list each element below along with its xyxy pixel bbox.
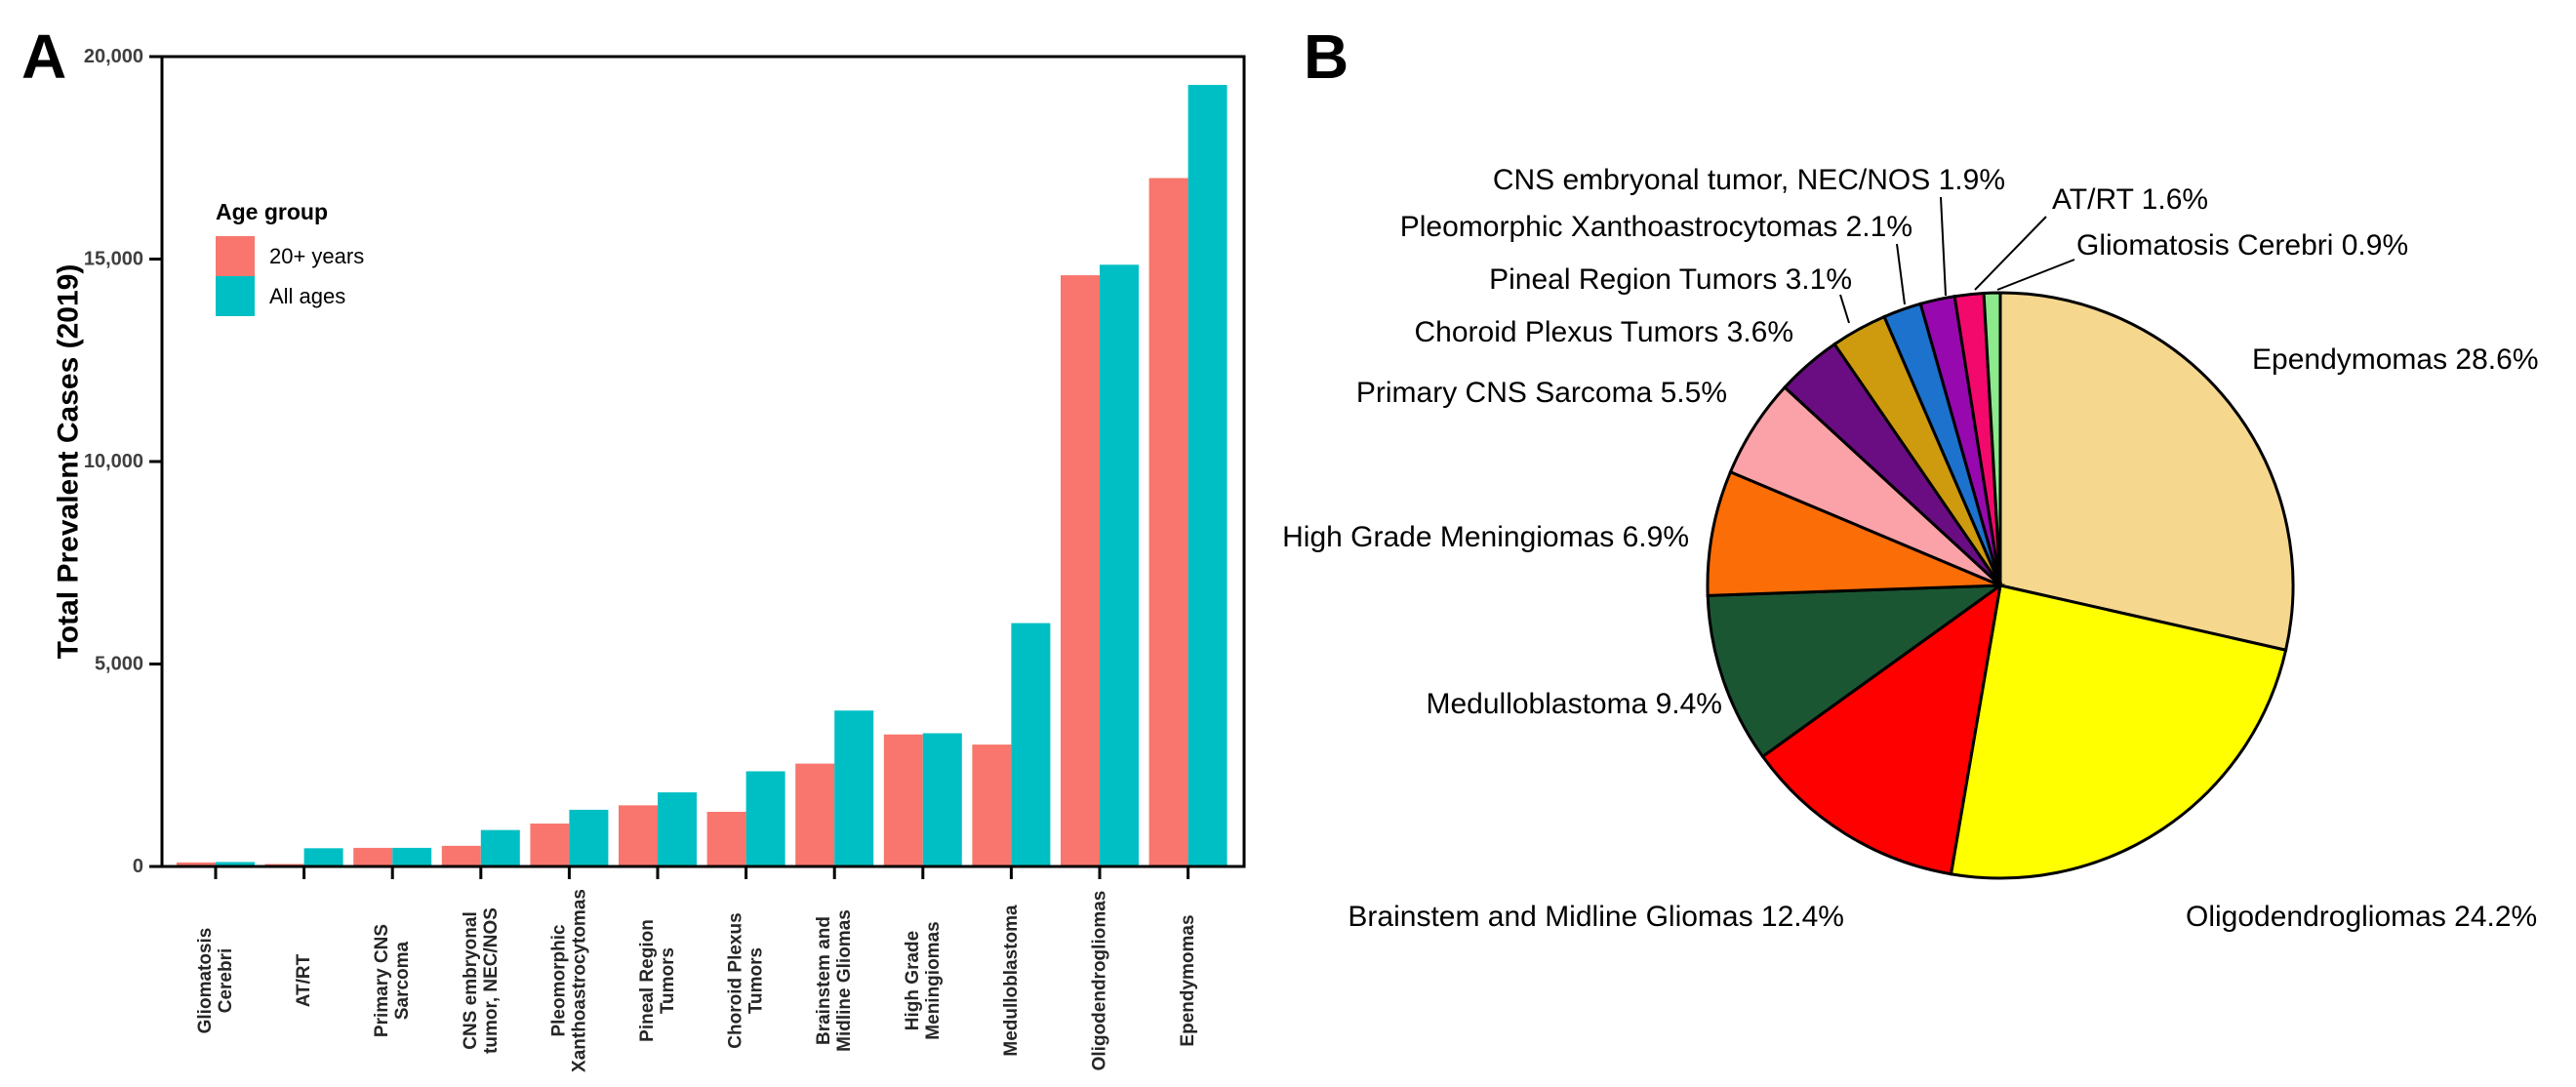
x-axis-tick-label: Brainstem and [814,916,834,1045]
y-axis-tick-label: 20,000 [84,46,143,67]
x-axis-tick-label: Tumors [658,947,678,1014]
legend-entry-20plus: 20+ years [216,236,364,276]
pie-label-leader-line [1974,216,2047,291]
bar [922,733,962,866]
bar [706,811,746,866]
pie-slice-label-primary_cns_sarcoma: Primary CNS Sarcoma 5.5% [1355,377,1727,409]
pie-label-leader-line [1896,243,1906,305]
x-axis-tick-label: Meningiomas [923,921,944,1039]
x-axis-tick-label: Pineal Region [637,919,658,1042]
pie-slice-label-medulloblastoma: Medulloblastoma 9.4% [1426,688,1722,720]
x-axis-tick-label: Midline Gliomas [834,909,855,1052]
bar [569,809,609,866]
bar [619,805,658,866]
bar [1148,178,1188,866]
y-axis-tick-label: 0 [133,856,143,877]
legend-label-20plus-years: 20+ years [269,243,365,268]
bar [1100,264,1139,866]
pie-slice-medulloblastoma [1706,584,2005,759]
pie-slice-brainstem_midline_gliomas [1760,582,2003,876]
x-axis-tick-label: Gliomatosis [195,928,216,1034]
pie-label-leader-line [1940,196,1947,297]
x-axis-tick-label: Sarcoma [392,941,413,1020]
legend-label-all-ages: All ages [269,283,346,308]
bar [353,847,393,866]
x-axis-tick-label: Xanthoastrocytomas [569,889,589,1072]
x-axis-tick-label: tumor, NEC/NOS [481,907,502,1054]
pie-slice-label-atrt: AT/RT 1.6% [2052,183,2209,216]
x-axis-tick-label: Cerebri [216,948,236,1014]
pie-chart [1706,196,2295,880]
age-group-legend: Age group 20+ years All ages [216,199,364,316]
pie-slice-label-pleomorphic_xanthoastrocytomas: Pleomorphic Xanthoastrocytomas 2.1% [1399,211,1912,243]
panel-b-label: B [1304,21,1349,92]
y-axis-tick-label: 10,000 [84,451,143,472]
y-axis-tick-label: 5,000 [95,654,143,675]
x-axis-tick-label: Oligodendrogliomas [1090,891,1110,1071]
bar [303,848,343,866]
pie-slice-label-choroid_plexus_tumors: Choroid Plexus Tumors 3.6% [1414,316,1793,348]
y-axis-title: Total Prevalent Cases (2019) [53,264,85,660]
pie-slice-label-gliomatosis_cerebri: Gliomatosis Cerebri 0.9% [2076,229,2409,262]
bar [1187,85,1228,867]
bar [392,847,432,866]
bar [480,829,520,866]
x-axis-tick-label: High Grade [903,931,923,1030]
pie-slice-ependymomas [1998,291,2295,653]
panel-a-label: A [21,21,67,92]
pie-label-leader-line [1839,294,1850,324]
bar [834,710,874,866]
pie-slice-oligodendrogliomas [1949,584,2288,880]
pie-slice-high_grade_meningiomas [1706,469,2001,597]
x-axis-tick-label: Ependymomas [1178,914,1198,1046]
legend-swatch-all-ages [216,276,255,316]
bar [1061,275,1100,867]
pie-slice-label-high_grade_meningiomas: High Grade Meningiomas 6.9% [1282,521,1689,553]
bar [972,745,1012,866]
x-axis-tick-label: Pleomorphic [548,924,569,1037]
bar [216,862,255,866]
pie-slice-label-oligodendrogliomas: Oligodendrogliomas 24.2% [2186,901,2538,933]
bar [745,771,785,866]
pie-slice-label-brainstem_midline_gliomas: Brainstem and Midline Gliomas 12.4% [1348,901,1844,933]
x-axis-tick-label: Choroid Plexus [726,912,746,1048]
bar [1011,623,1051,866]
bar [441,845,481,866]
legend-entry-all-ages: All ages [216,276,364,316]
plot-border [160,55,1246,868]
y-axis-tick-label: 15,000 [84,249,143,270]
legend-title: Age group [216,199,328,224]
legend-swatch-20plus-years [216,236,255,276]
x-axis-tick-label: Tumors [746,947,767,1014]
bar [795,763,835,866]
pie-slice-label-pineal_region_tumors: Pineal Region Tumors 3.1% [1489,263,1852,296]
pie-slice-label-cns_embryonal_nec_nos: CNS embryonal tumor, NEC/NOS 1.9% [1492,164,2005,196]
pie-slice-label-ependymomas: Ependymomas 28.6% [2252,343,2539,376]
pie-label-leader-line [1996,259,2075,291]
bar [530,824,570,866]
bar [883,734,923,866]
x-axis-tick-label: Medulloblastoma [1001,905,1022,1057]
x-axis-tick-label: CNS embryonal [461,911,481,1049]
bar [177,862,216,866]
bar [658,792,697,866]
x-axis-tick-label: Primary CNS [372,924,392,1037]
pie-slice-gliomatosis_cerebri [1982,291,2002,586]
x-axis-tick-label: AT/RT [294,953,314,1007]
